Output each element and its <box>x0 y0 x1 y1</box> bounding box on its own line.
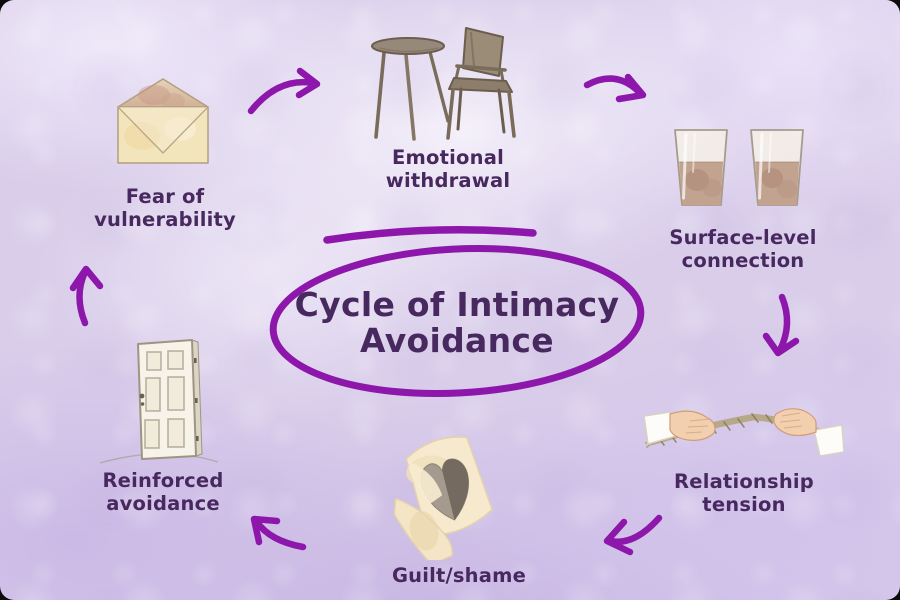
closed-door-icon <box>137 339 203 460</box>
diagram-title-line2: Avoidance <box>360 321 554 361</box>
hands-pulling-rope-icon <box>644 408 844 456</box>
open-envelope-icon <box>117 78 209 164</box>
stage-label-guilt-shame: Guilt/shame <box>391 564 527 587</box>
stage-label-reinforced-avoidance: Reinforced avoidance <box>102 469 224 515</box>
arrow-tension-to-guilt <box>603 514 663 556</box>
arrow-reinforced-to-fear <box>69 265 104 327</box>
stage-label-surface-level-connection: Surface-level connection <box>669 226 817 272</box>
two-half-empty-glasses-icon <box>674 129 804 206</box>
arrow-surface-to-tension <box>762 293 800 357</box>
arrow-fear-to-withdrawal <box>247 67 321 115</box>
heart-wrapped-in-blanket-icon <box>393 436 493 560</box>
diagram-title-line1: Cycle of Intimacy <box>294 285 620 324</box>
stage-label-emotional-withdrawal: Emotional withdrawal <box>385 146 511 192</box>
table-and-chair-icon <box>371 27 516 141</box>
diagram-title: Cycle of Intimacy Avoidance <box>294 285 620 361</box>
arrow-guilt-to-reinforced <box>250 515 307 551</box>
stage-label-relationship-tension: Relationship tension <box>674 470 814 516</box>
stage-label-fear-of-vulnerability: Fear of vulnerability <box>94 185 236 231</box>
arrow-withdrawal-to-surface <box>583 73 647 103</box>
